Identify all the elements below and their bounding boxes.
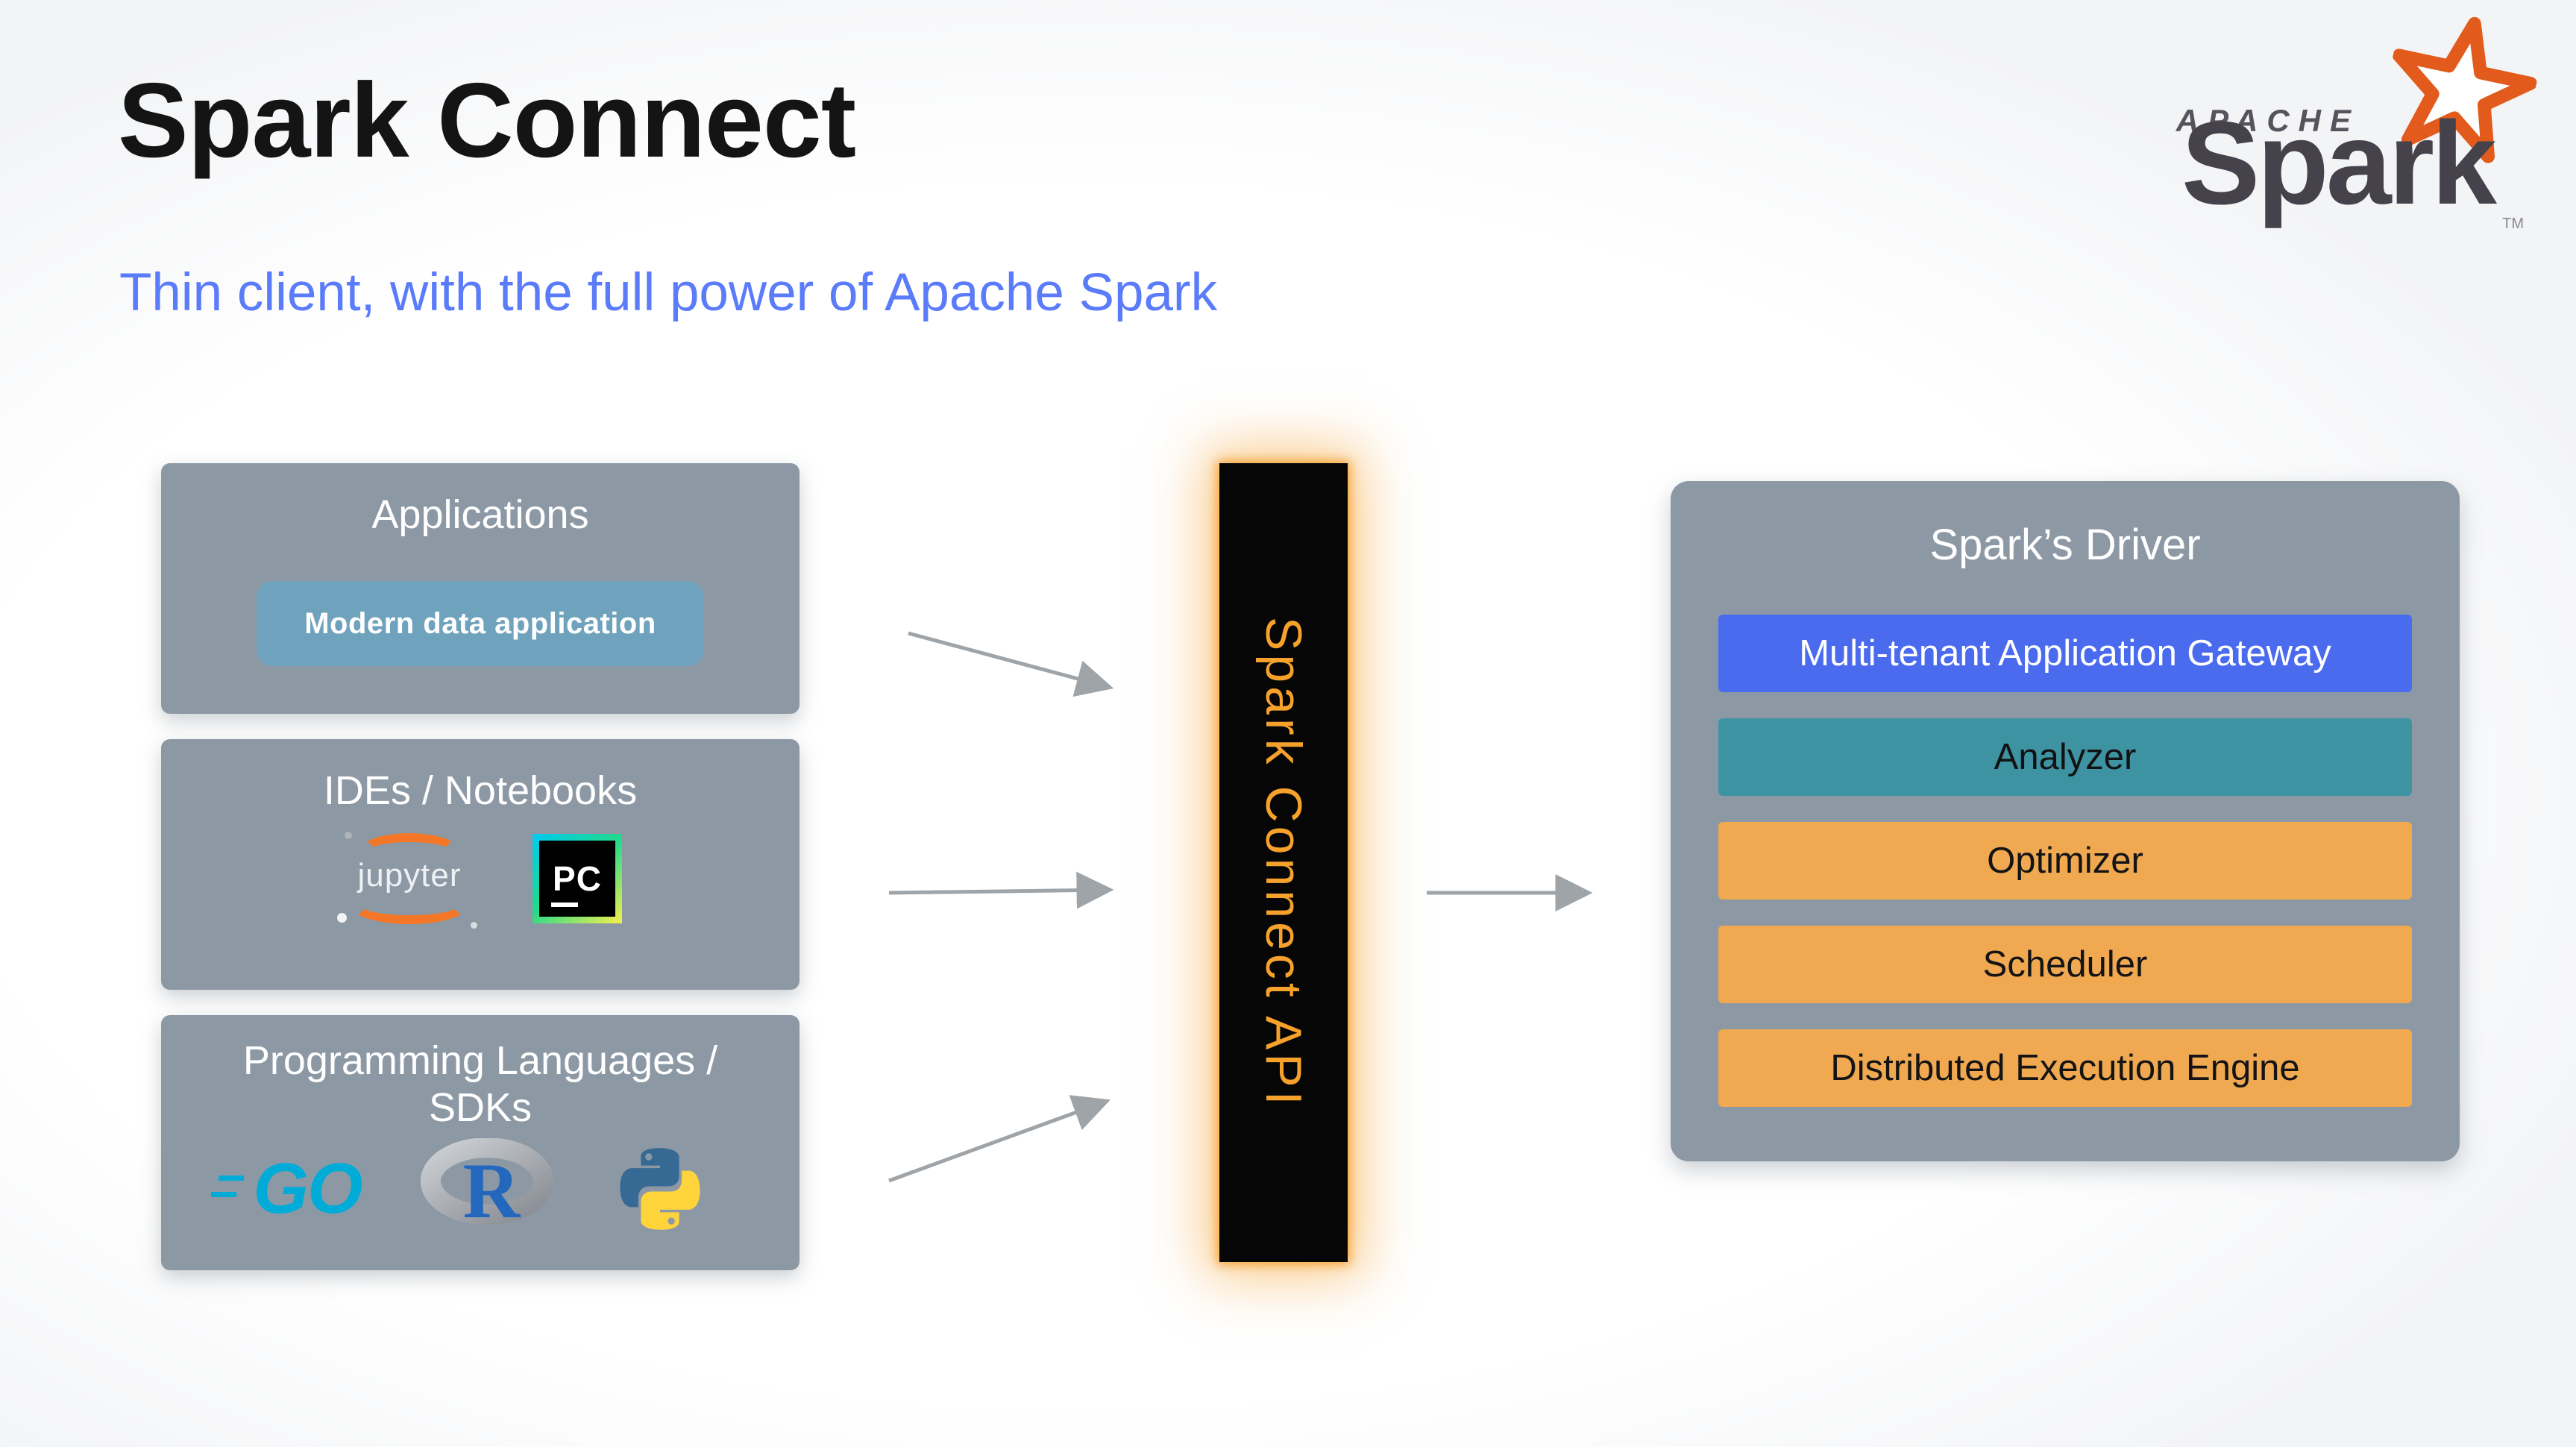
go-logo-icon: GO <box>219 1149 363 1229</box>
spark-wordmark: Spark <box>2181 98 2497 229</box>
applications-panel: Applications Modern data application <box>161 463 799 714</box>
applications-panel-title: Applications <box>371 492 589 537</box>
ides-notebooks-panel-title: IDEs / Notebooks <box>323 768 638 813</box>
spark-connect-api-bar: Spark Connect API <box>1219 463 1348 1262</box>
apache-label: APACHE <box>2176 103 2360 138</box>
driver-row-analyzer: Analyzer <box>1718 718 2412 796</box>
jupyter-dot <box>337 913 347 923</box>
python-logo-icon <box>620 1148 700 1230</box>
languages-sdks-panel-title: Programming Languages / SDKs <box>242 1038 718 1130</box>
page-title: Spark Connect <box>118 61 856 180</box>
ides-notebooks-panel: IDEs / Notebooks jupyter PC <box>161 739 799 990</box>
spark-driver-title: Spark’s Driver <box>1929 521 2201 569</box>
spark-connect-api-label: Spark Connect API <box>1255 616 1312 1109</box>
pycharm-underscore <box>551 903 578 907</box>
languages-sdks-panel: Programming Languages / SDKs GO R <box>161 1015 799 1270</box>
driver-row-distributed-exec-engine: Distributed Execution Engine <box>1718 1029 2412 1107</box>
spark-star-icon <box>2392 16 2537 163</box>
ides-icons-row: jupyter PC <box>161 829 799 929</box>
jupyter-logo-icon: jupyter <box>337 829 480 929</box>
r-letter: R <box>462 1147 521 1235</box>
driver-row-optimizer: Optimizer <box>1718 822 2412 900</box>
arrow-languages-to-api <box>888 1095 1111 1183</box>
pycharm-logo-icon: PC <box>533 834 622 923</box>
trademark-label: TM <box>2502 216 2524 232</box>
jupyter-dot <box>471 922 477 929</box>
r-logo-ellipse <box>420 1138 553 1225</box>
spark-driver-panel: Spark’s Driver Multi-tenant Application … <box>1671 481 2460 1161</box>
apache-spark-logo: APACHE Spark TM <box>2112 16 2537 240</box>
pycharm-label: PC <box>553 859 602 898</box>
pycharm-inner-square: PC <box>539 841 615 917</box>
languages-icons-row: GO R <box>161 1138 799 1240</box>
driver-row-multi-tenant-gateway: Multi-tenant Application Gateway <box>1718 615 2412 692</box>
page-subtitle: Thin client, with the full power of Apac… <box>119 263 1218 322</box>
arrow-ides-to-api <box>888 871 1114 909</box>
driver-components-stack: Multi-tenant Application Gateway Analyze… <box>1718 615 2412 1107</box>
jupyter-top-arc <box>359 833 459 869</box>
modern-data-application-chip: Modern data application <box>257 581 704 666</box>
jupyter-wordmark: jupyter <box>357 857 462 894</box>
arrow-applications-to-api <box>908 631 1114 697</box>
r-logo-icon: R <box>420 1138 554 1240</box>
jupyter-dot <box>345 832 352 839</box>
driver-row-scheduler: Scheduler <box>1718 926 2412 1003</box>
